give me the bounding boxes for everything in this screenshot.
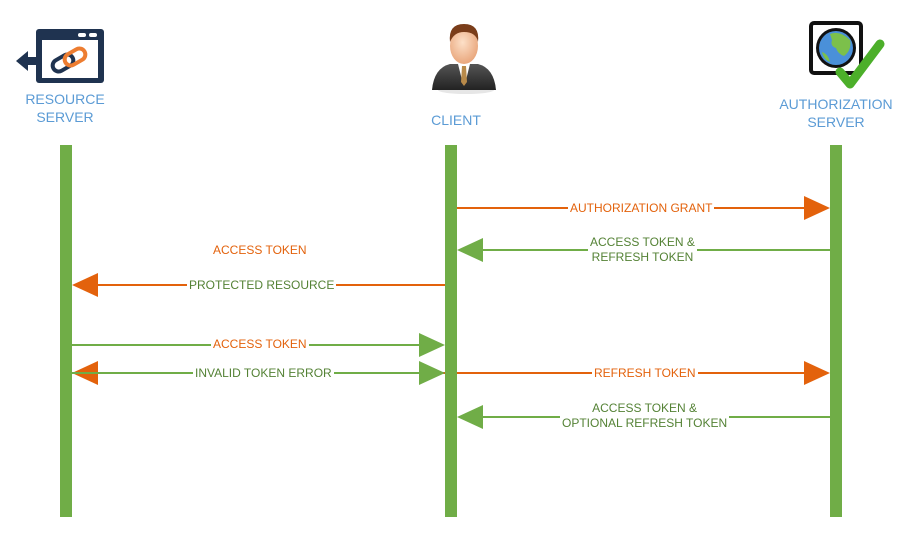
arrowhead xyxy=(419,333,445,357)
arrowhead xyxy=(457,405,483,429)
msg-label-refresh-token: REFRESH TOKEN xyxy=(592,366,698,381)
label-line: SERVER xyxy=(807,114,865,130)
lifeline-authorization-server xyxy=(830,145,842,517)
label-line: RESOURCE xyxy=(25,91,105,107)
authorization-server-label: AUTHORIZATION SERVER xyxy=(766,95,906,131)
msg-text-line: INVALID TOKEN ERROR xyxy=(195,366,332,380)
browser-link-icon xyxy=(16,29,104,83)
msg-text-line: ACCESS TOKEN xyxy=(213,337,307,351)
label-line: SERVER xyxy=(36,109,94,125)
user-avatar-icon xyxy=(432,24,496,94)
globe-check-icon xyxy=(809,21,885,89)
msg-label-access-token-1: ACCESS TOKEN xyxy=(211,243,309,258)
msg-label-access-refresh-token: ACCESS TOKEN & REFRESH TOKEN xyxy=(588,235,697,265)
lifeline-client xyxy=(445,145,457,517)
arrowhead xyxy=(419,361,445,385)
client-label: CLIENT xyxy=(386,111,526,129)
arrowhead xyxy=(804,196,830,220)
msg-text-line: ACCESS TOKEN & xyxy=(590,235,695,249)
msg-label-access-optional-refresh-token: ACCESS TOKEN & OPTIONAL REFRESH TOKEN xyxy=(560,401,730,431)
msg-label-access-token-2: ACCESS TOKEN xyxy=(211,337,309,352)
label-line: CLIENT xyxy=(431,112,481,128)
arrowhead xyxy=(457,238,483,262)
msg-text-line: REFRESH TOKEN xyxy=(591,250,694,264)
msg-label-authorization-grant: AUTHORIZATION GRANT xyxy=(568,201,715,216)
msg-text-line: ACCESS TOKEN xyxy=(213,243,307,257)
arrowhead xyxy=(804,361,830,385)
msg-label-invalid-token-error: INVALID TOKEN ERROR xyxy=(193,366,334,381)
label-line: AUTHORIZATION xyxy=(779,96,893,112)
arrowhead xyxy=(72,273,98,297)
msg-text-line: REFRESH TOKEN xyxy=(594,366,696,380)
msg-text-line: ACCESS TOKEN & xyxy=(592,401,698,415)
msg-text-line: PROTECTED RESOURCE xyxy=(189,278,335,292)
lifeline-resource-server xyxy=(60,145,72,517)
msg-text-line: AUTHORIZATION GRANT xyxy=(570,201,713,215)
msg-text-line: OPTIONAL REFRESH TOKEN xyxy=(562,416,728,430)
msg-label-protected-resource: PROTECTED RESOURCE xyxy=(187,278,337,293)
resource-server-label: RESOURCE SERVER xyxy=(0,90,135,126)
